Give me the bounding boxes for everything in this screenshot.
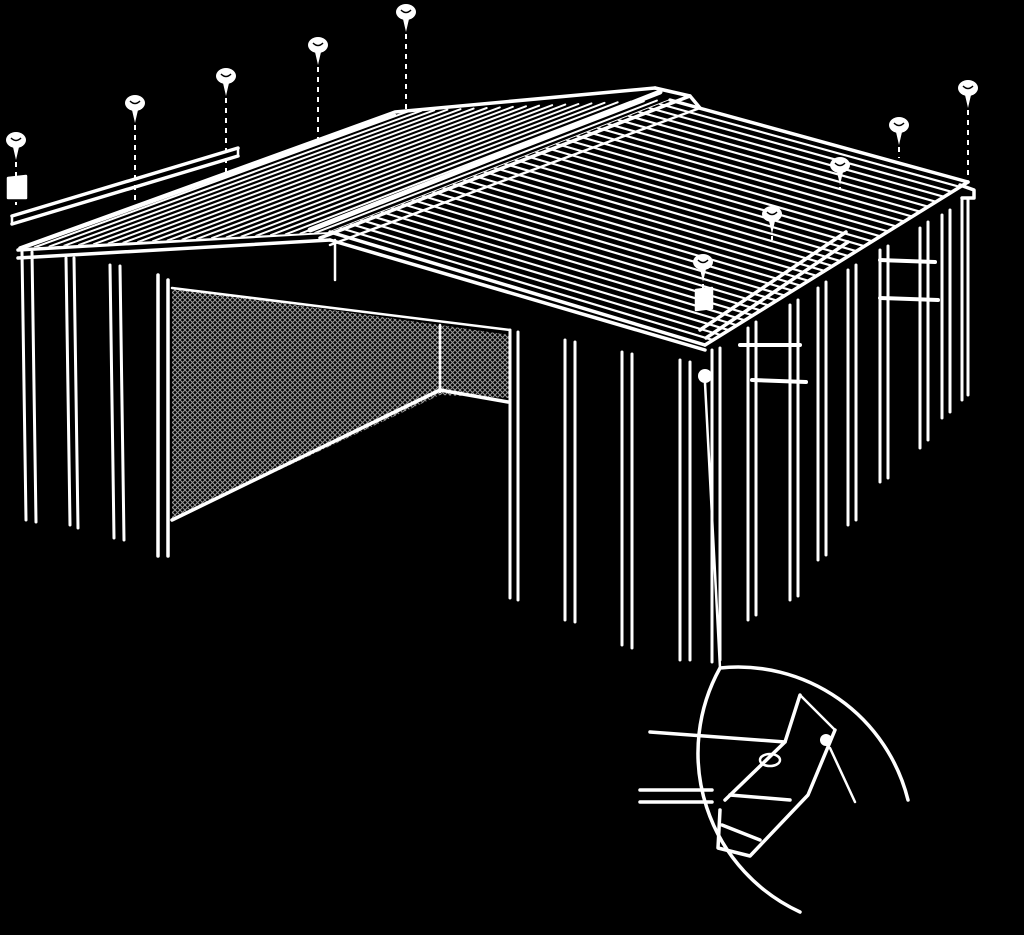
screw-icon [125,95,145,205]
wall-rib [108,263,116,540]
screw-icon [762,206,782,240]
roof-rib [255,101,606,237]
roof-rib [78,108,449,246]
left-wall-panels [20,250,126,542]
roof-rib [240,102,593,238]
roof-rib [524,154,858,253]
roof-rib [483,170,826,273]
screw-icon [889,117,909,158]
roof-rib [63,109,436,247]
eave-trim-rail [698,183,976,340]
roof-rib [504,162,842,263]
roof-rib [349,222,723,337]
roof-screws [6,4,978,296]
roof-rib [648,106,954,193]
wall-rib [72,256,80,530]
wall-brace [878,258,937,264]
roof-rib [137,106,501,243]
gable-trim-rail [10,146,240,226]
roof-rib [166,105,527,242]
roof-rib [339,226,715,342]
roof-rib [269,101,619,237]
roof-rib [607,122,922,213]
roof-rib [48,109,423,248]
roof-rib [390,206,754,317]
roof-rib [493,166,834,268]
roof-rib [314,99,658,234]
roof-rib [627,114,938,203]
wall-rib [118,264,126,542]
screw-icon [6,132,26,205]
roof-rib [442,186,794,292]
right-wall-panels [710,196,970,664]
roof-rib [658,102,962,189]
corner-bracket-right [694,286,714,312]
roof-rib [462,178,810,282]
roof-rib [431,190,786,297]
roof-rib [181,104,541,241]
roof-rib [210,103,567,240]
screw-icon [308,37,328,140]
roof-rib [576,134,898,228]
screw-icon [216,68,236,178]
roof-rib [555,142,882,238]
screw-icon [830,157,850,190]
roof-rib [421,194,778,302]
roof-rib [92,108,462,246]
wall-rib [20,250,28,522]
roof-rib [122,107,488,244]
roof-rib [107,107,475,245]
wall-brace [750,378,808,384]
roof-rib [196,104,554,240]
roof-rib [151,105,514,243]
wall-rib [64,256,72,527]
roof-rib [370,214,738,327]
gable-end-wall [16,230,707,558]
roof-rib [359,218,731,332]
screw-icon [693,254,713,296]
front-wall-panels [508,328,692,662]
roof-rib [225,103,580,239]
screw-icon [958,80,978,178]
wall-brace [878,296,940,302]
door-opening [170,286,512,522]
detail-leader-line [698,369,722,670]
roof-rib [637,110,946,198]
roof-rib [33,110,410,248]
roof-rib [534,150,866,248]
roof-rib [452,182,802,287]
roof-rib [380,210,746,322]
roof-rib [586,130,906,223]
detail-callout-circle [638,665,910,914]
front-roof-panel [16,86,670,252]
roof-rib [545,146,874,243]
roof-rib [565,138,890,233]
roof-rib [617,118,930,208]
roof-rib [514,158,850,258]
roof-ridge-cap [307,86,702,247]
roof-rib [473,174,818,277]
wall-rib [30,250,38,524]
roof-rib [596,126,914,218]
right-roof-panel [328,98,970,347]
screw-icon [396,4,416,112]
